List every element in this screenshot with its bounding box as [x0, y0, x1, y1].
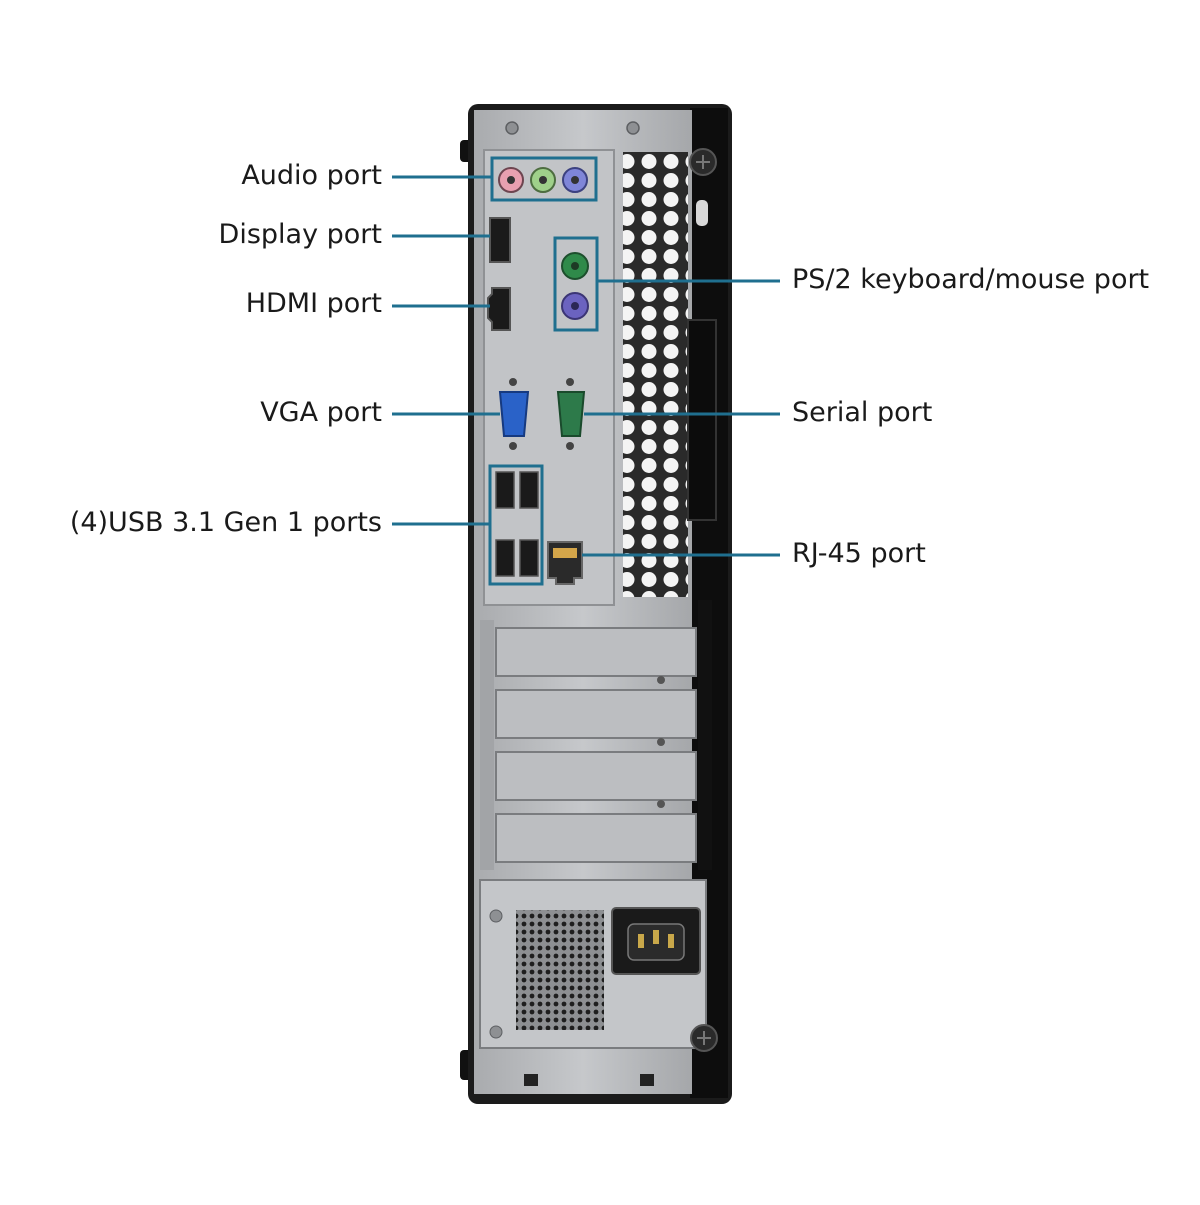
usb-icon — [519, 471, 539, 509]
slot-latch — [698, 600, 712, 870]
label-ps2-port: PS/2 keyboard/mouse port — [792, 264, 1150, 295]
label-hdmi-port: HDMI port — [245, 288, 382, 319]
vent-grid — [623, 152, 688, 597]
displayport-icon — [489, 217, 511, 263]
lock-slot-icon — [696, 200, 708, 226]
usb-icon — [519, 539, 539, 577]
screw — [505, 121, 519, 135]
vga-icon — [498, 391, 530, 437]
psu-vent — [516, 910, 604, 1030]
usb-icon — [495, 471, 515, 509]
screw — [626, 121, 640, 135]
hdmi-icon — [487, 287, 511, 331]
callout-box-audio — [490, 156, 598, 202]
label-vga-port: VGA port — [260, 397, 382, 428]
handle — [687, 319, 717, 521]
label-rj45-port: RJ-45 port — [792, 538, 926, 569]
usb-icon — [495, 539, 515, 577]
label-usb-ports: (4)USB 3.1 Gen 1 ports — [69, 507, 382, 538]
label-serial-port: Serial port — [792, 397, 933, 428]
callout-box-ps2 — [553, 236, 599, 332]
callout-lines — [392, 175, 780, 557]
expansion-slots — [480, 620, 697, 870]
label-display-port: Display port — [218, 219, 382, 250]
label-audio-port: Audio port — [241, 160, 382, 191]
serial-icon — [556, 391, 586, 437]
